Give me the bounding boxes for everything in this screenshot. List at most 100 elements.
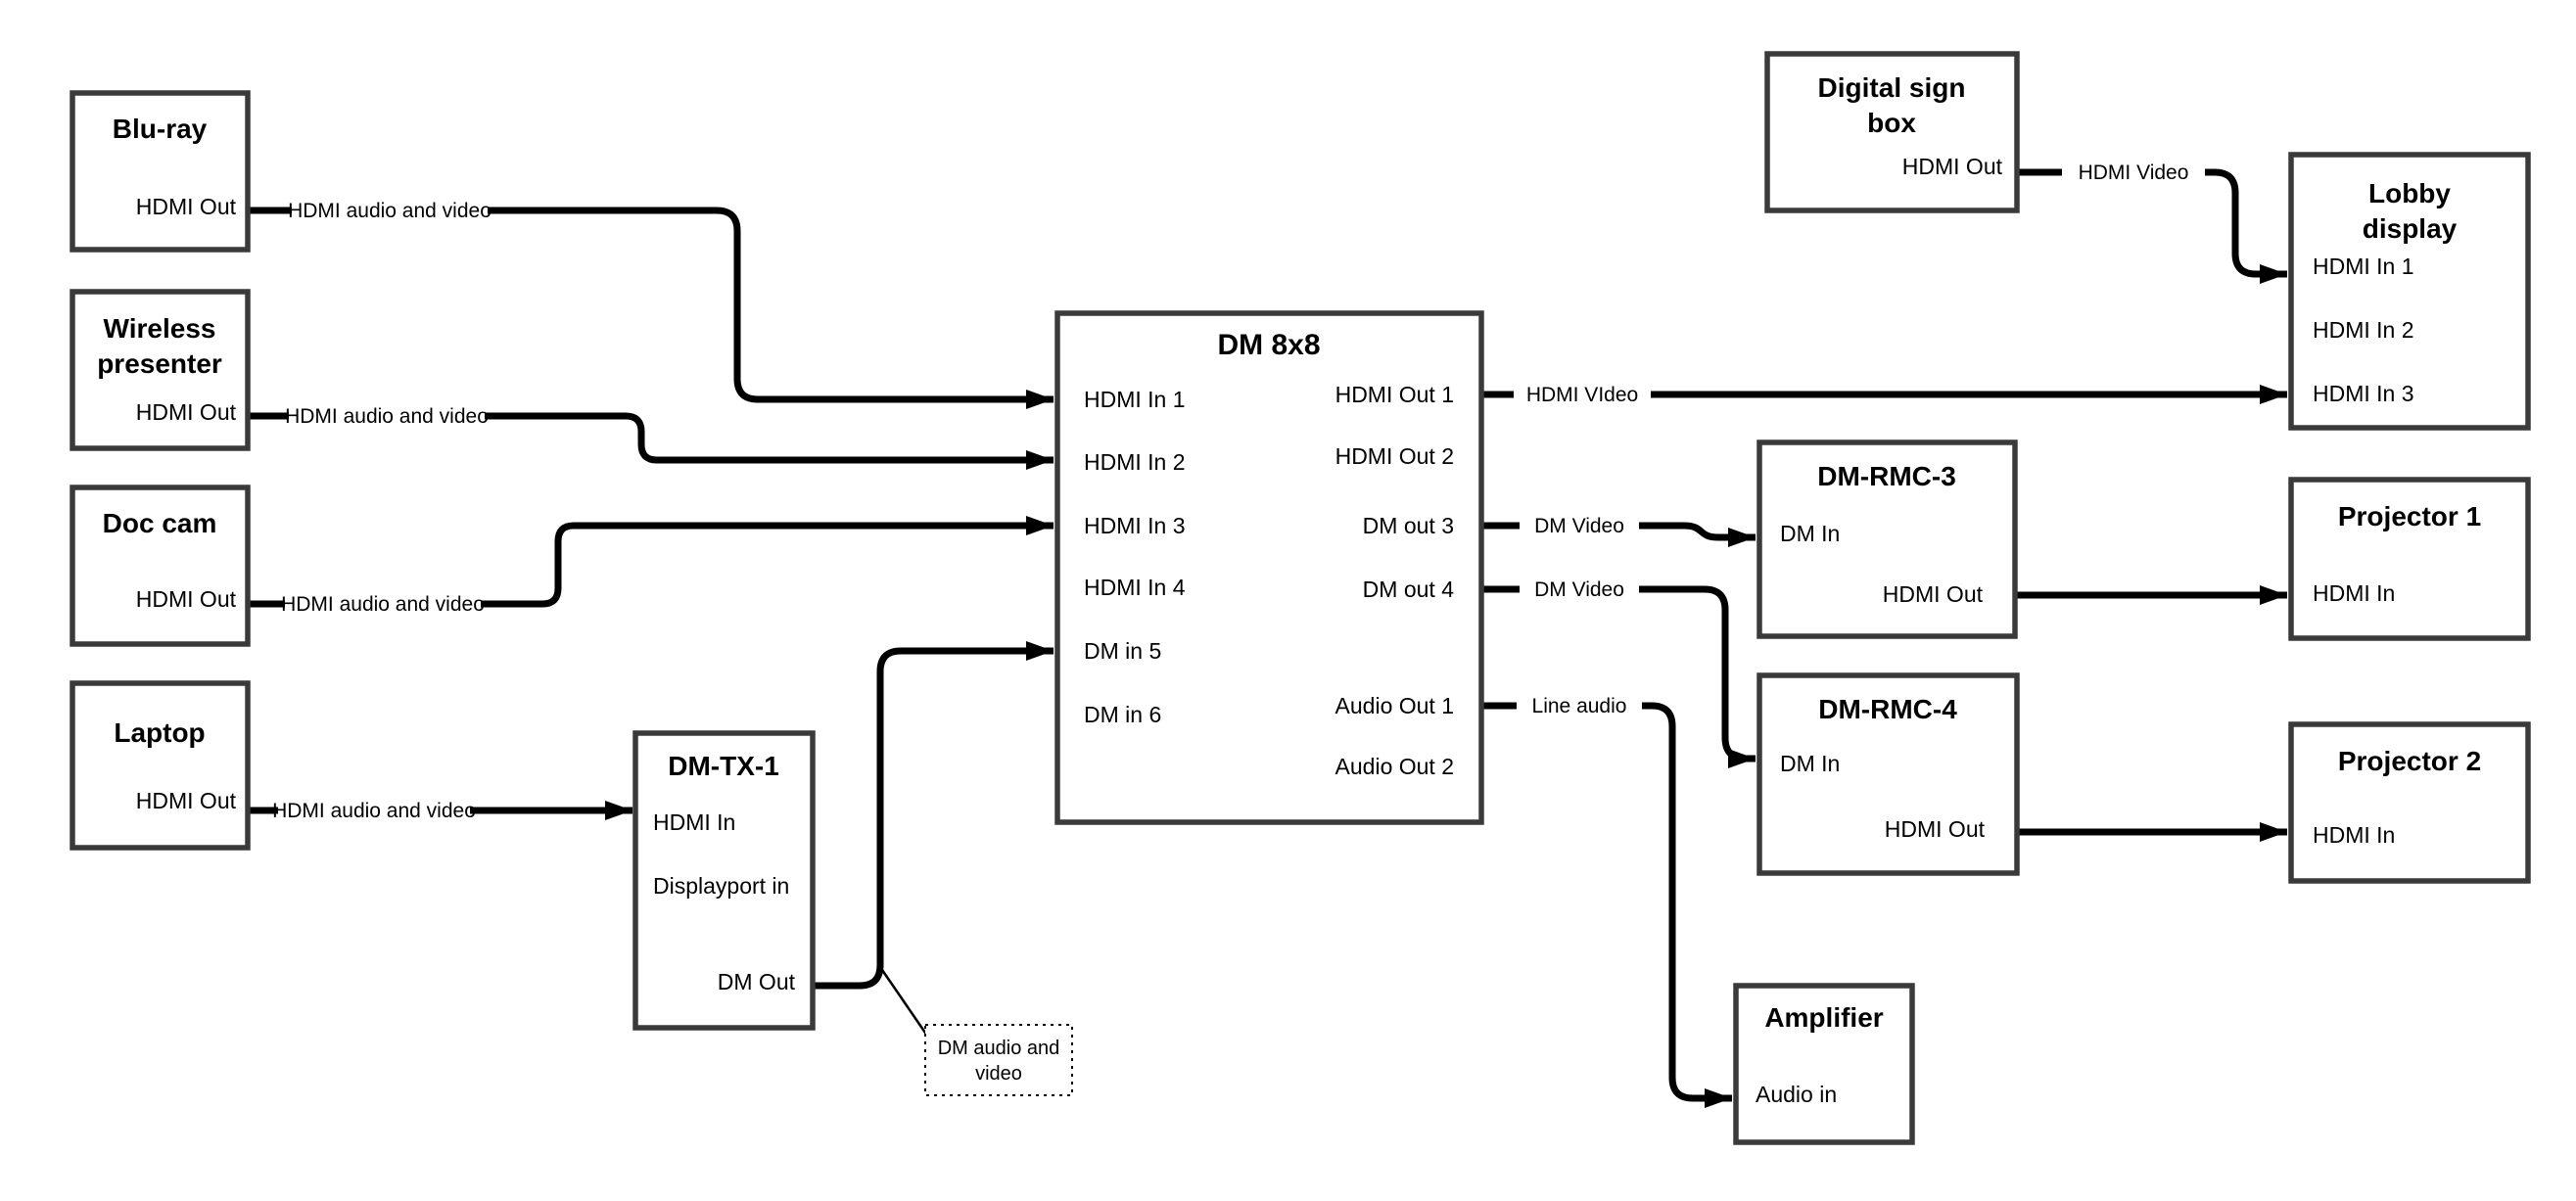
port-dm8x8-audio-out-1: Audio Out 1 <box>1335 693 1454 718</box>
node-digital-sign-box-box <box>1764 51 2020 213</box>
node-dm-tx-1-box <box>632 730 816 1031</box>
port-blu-ray-hdmi-out: HDMI Out <box>136 194 237 219</box>
node-lobby-display-title-line1: Lobby <box>2368 178 2451 208</box>
node-dm-tx-1: DM-TX-1 HDMI In Displayport in DM Out <box>632 730 816 1031</box>
connection-digital-sign-to-lobby-in1 <box>2017 168 2287 284</box>
label-bg <box>1520 512 1639 539</box>
node-dm-tx-1-title: DM-TX-1 <box>668 751 779 781</box>
connection-dm-tx-1-to-dm8x8-in5 <box>813 641 1054 990</box>
node-lobby-display-box <box>2288 152 2531 431</box>
node-wireless-presenter-box <box>70 289 251 451</box>
port-laptop-hdmi-out: HDMI Out <box>136 788 237 813</box>
node-dm-rmc-3-title: DM-RMC-3 <box>1817 461 1956 491</box>
label-bg <box>292 197 488 224</box>
label-bg <box>1520 576 1639 603</box>
connection-label: HDMI audio and video <box>272 800 476 822</box>
connection-label: HDMI audio and video <box>288 200 492 222</box>
node-blu-ray: Blu-ray HDMI Out <box>70 90 251 253</box>
port-dm-tx-1-dm-out: DM Out <box>718 969 796 994</box>
connection-label: DM Video <box>1534 578 1624 601</box>
node-projector-1-box <box>2288 477 2531 641</box>
port-dm-rmc-3-dm-in: DM In <box>1780 521 1840 546</box>
node-amplifier: Amplifier Audio in <box>1733 983 1915 1145</box>
port-dm8x8-dm-in-5: DM in 5 <box>1084 638 1161 664</box>
port-wireless-hdmi-out: HDMI Out <box>136 399 237 425</box>
port-dm8x8-hdmi-out-2: HDMI Out 2 <box>1335 443 1454 469</box>
node-projector-1-title: Projector 1 <box>2338 501 2481 531</box>
callout-dm-audio-video: DM audio and video <box>878 966 1073 1096</box>
port-dm8x8-hdmi-in-1: HDMI In 1 <box>1084 387 1186 412</box>
node-doc-cam-title: Doc cam <box>103 508 217 538</box>
label-bg <box>289 402 485 430</box>
node-blu-ray-box <box>70 90 251 253</box>
port-projector-1-hdmi-in: HDMI In <box>2313 580 2395 606</box>
node-digital-sign-title-line2: box <box>1867 108 1916 138</box>
port-dm8x8-hdmi-in-3: HDMI In 3 <box>1084 513 1186 538</box>
node-wireless-presenter: Wireless presenter HDMI Out <box>70 289 251 451</box>
node-wireless-presenter-title-line2: presenter <box>97 348 222 379</box>
node-dm-rmc-3: DM-RMC-3 DM In HDMI Out <box>1756 439 2018 639</box>
node-amplifier-title: Amplifier <box>1764 1002 1883 1033</box>
connection-blu-ray-to-dm8x8-in1 <box>248 207 1054 409</box>
connection-dm8x8-out4-to-rmc4 <box>1481 585 1756 768</box>
node-digital-sign-title-line1: Digital sign <box>1818 72 1966 103</box>
label-bg <box>285 590 481 618</box>
port-dm8x8-dm-out-3: DM out 3 <box>1363 513 1454 538</box>
port-dm8x8-hdmi-out-1: HDMI Out 1 <box>1335 382 1454 407</box>
label-bg <box>1514 381 1651 408</box>
node-projector-2-title: Projector 2 <box>2338 746 2481 776</box>
port-lobby-hdmi-in-3: HDMI In 3 <box>2313 381 2414 406</box>
callout-note-box <box>924 1024 1073 1096</box>
node-doc-cam-box <box>70 485 251 647</box>
connection-labels: HDMI audio and video HDMI audio and vide… <box>272 159 2205 824</box>
node-laptop-box <box>70 680 251 851</box>
node-dm-rmc-3-box <box>1756 439 2018 639</box>
callout-note-line2: video <box>975 1063 1022 1085</box>
node-dm-8x8: DM 8x8 HDMI In 1 HDMI In 2 HDMI In 3 HDM… <box>1054 310 1484 825</box>
port-dm8x8-hdmi-in-2: HDMI In 2 <box>1084 449 1186 475</box>
connection-label: HDMI VIdeo <box>1526 384 1638 406</box>
node-blu-ray-title: Blu-ray <box>113 114 208 144</box>
node-lobby-display-title-line2: display <box>2363 213 2458 244</box>
node-dm-rmc-4-title: DM-RMC-4 <box>1818 694 1957 724</box>
connection-label: DM Video <box>1534 515 1624 537</box>
port-dm-rmc-4-dm-in: DM In <box>1780 751 1840 776</box>
port-dm-rmc-3-hdmi-out: HDMI Out <box>1883 581 1984 607</box>
node-digital-sign-box: Digital sign box HDMI Out <box>1764 51 2020 213</box>
node-wireless-presenter-title-line1: Wireless <box>104 313 216 344</box>
node-laptop: Laptop HDMI Out <box>70 680 251 851</box>
connection-doc-cam-to-dm8x8-in3 <box>248 516 1054 608</box>
connection-dm8x8-out3-to-rmc3 <box>1481 522 1756 547</box>
node-lobby-display: Lobby display HDMI In 1 HDMI In 2 HDMI I… <box>2288 152 2531 431</box>
connection-label: HDMI Video <box>2079 162 2189 184</box>
port-dm-tx-1-hdmi-in: HDMI In <box>653 809 735 835</box>
port-dm-tx-1-displayport-in: Displayport in <box>653 873 789 899</box>
node-dm-rmc-4: DM-RMC-4 DM In HDMI Out <box>1756 672 2020 876</box>
node-projector-2: Projector 2 HDMI In <box>2288 721 2531 884</box>
port-doc-cam-hdmi-out: HDMI Out <box>136 586 237 612</box>
label-bg <box>278 797 470 824</box>
connection-wireless-to-dm8x8-in2 <box>248 412 1054 470</box>
node-dm-8x8-box <box>1054 310 1484 825</box>
port-dm8x8-audio-out-2: Audio Out 2 <box>1335 754 1454 779</box>
node-amplifier-box <box>1733 983 1915 1145</box>
connection-dm8x8-audio1-to-amplifier <box>1481 702 1732 1108</box>
connection-label: Line audio <box>1532 695 1627 717</box>
label-bg <box>2062 159 2205 186</box>
label-bg <box>1517 692 1642 719</box>
port-digital-sign-hdmi-out: HDMI Out <box>1902 154 2003 179</box>
connection-label: HDMI audio and video <box>281 593 485 616</box>
port-dm8x8-hdmi-in-4: HDMI In 4 <box>1084 575 1186 600</box>
port-projector-2-hdmi-in: HDMI In <box>2313 822 2395 848</box>
node-doc-cam: Doc cam HDMI Out <box>70 485 251 647</box>
port-amplifier-audio-in: Audio in <box>1756 1082 1837 1107</box>
port-dm8x8-dm-out-4: DM out 4 <box>1363 577 1455 602</box>
port-lobby-hdmi-in-1: HDMI In 1 <box>2313 254 2414 279</box>
callout-note-line1: DM audio and <box>938 1038 1060 1059</box>
node-laptop-title: Laptop <box>114 717 205 748</box>
node-projector-2-box <box>2288 721 2531 884</box>
port-dm8x8-dm-in-6: DM in 6 <box>1084 702 1161 727</box>
connection-label: HDMI audio and video <box>285 405 489 428</box>
port-lobby-hdmi-in-2: HDMI In 2 <box>2313 317 2414 343</box>
